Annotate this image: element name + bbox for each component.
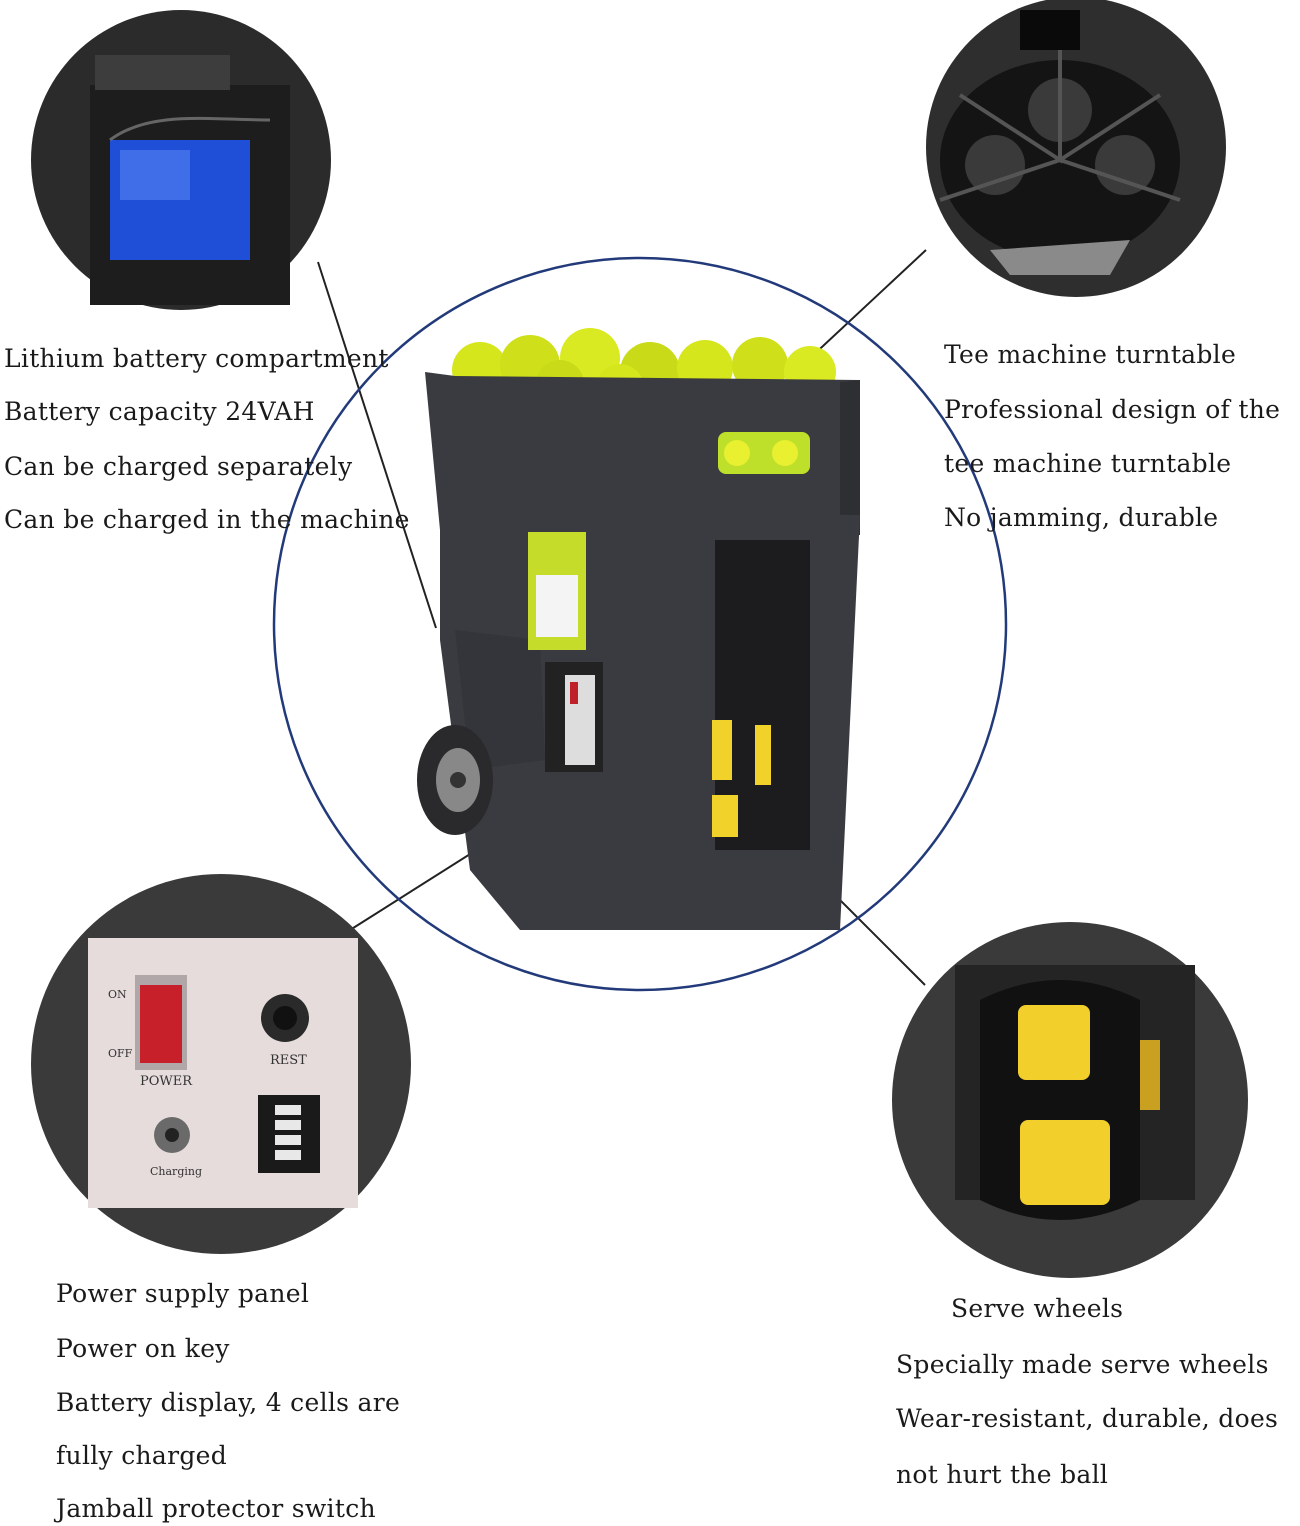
power-label: POWER [140,1074,193,1089]
battery-callout-line-1: Lithium battery compartment [4,344,389,373]
off-label: OFF [108,1047,133,1060]
leader-line-battery [317,261,437,629]
serve-wheels-detail [892,922,1248,1278]
leader-line-turntable [807,249,927,361]
power-callout-line-4: fully charged [56,1441,228,1470]
turntable-callout-line-3: tee machine turntable [944,449,1232,478]
turntable-callout-line-4: No jamming, durable [944,503,1219,532]
on-label: ON [108,988,127,1001]
battery-callout-line-3: Can be charged separately [4,452,353,481]
power-panel-detail: ON OFF POWER REST Charging [31,874,411,1254]
battery-indicator [258,1095,320,1173]
battery-callout-line-2: Battery capacity 24VAH [4,397,315,426]
charging-label: Charging [150,1165,202,1178]
wheels-callout-line-2: Specially made serve wheels [896,1350,1269,1379]
wheels-callout-line-3: Wear-resistant, durable, does [896,1404,1279,1433]
serve-wheel-upper [1018,1005,1090,1080]
power-callout-line-2: Power on key [56,1334,230,1363]
center-ring [272,256,1008,992]
power-callout-line-3: Battery display, 4 cells are [56,1388,401,1417]
power-callout-line-5: Jamball protector switch [56,1494,376,1523]
wheels-callout-line-4: not hurt the ball [896,1460,1109,1489]
turntable-callout-line-1: Tee machine turntable [944,340,1237,369]
battery-compartment-detail [31,10,331,310]
turntable-callout-line-2: Professional design of the [944,395,1281,424]
ball-machine [417,328,860,930]
wheels-callout-line-1: Serve wheels [951,1294,1124,1323]
serve-wheel-lower [1020,1120,1110,1205]
power-callout-line-1: Power supply panel [56,1279,310,1308]
battery-callout-line-4: Can be charged in the machine [4,505,410,534]
turntable-detail [926,0,1226,297]
rest-label: REST [270,1053,307,1068]
